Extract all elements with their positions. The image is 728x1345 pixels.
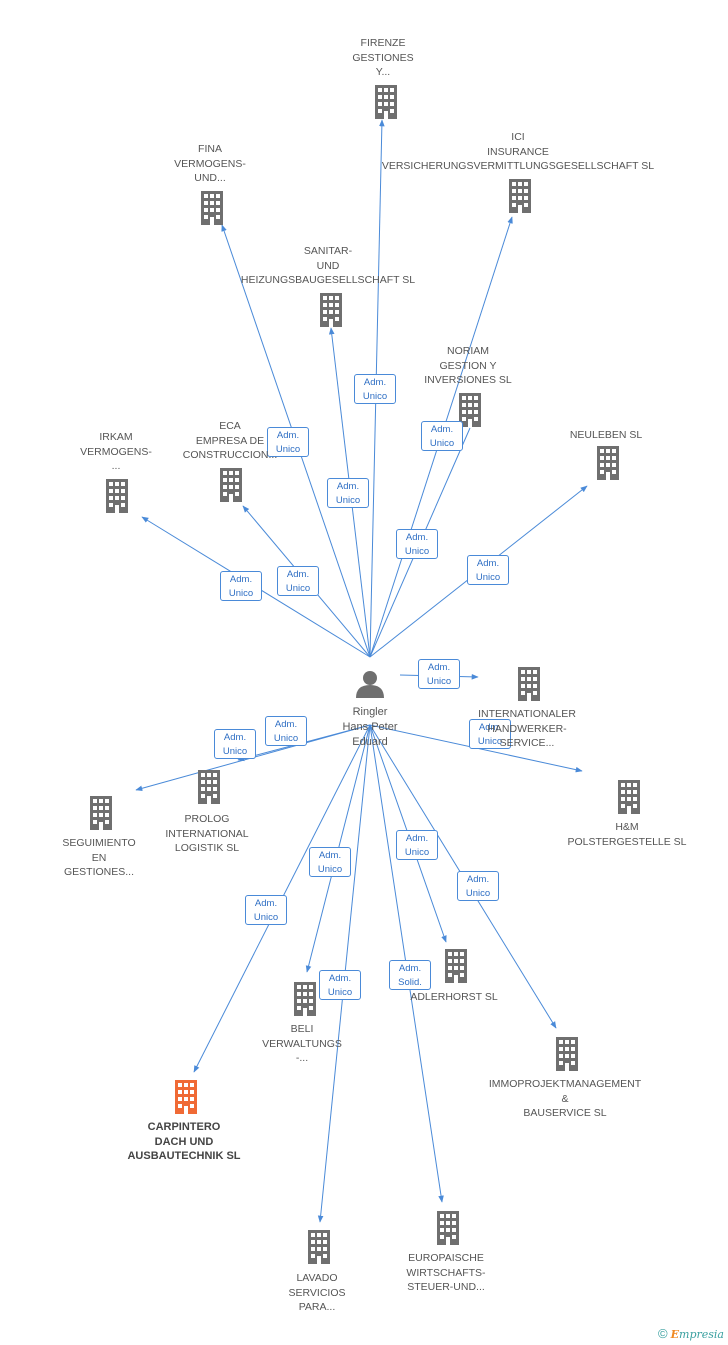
building-icon-beli[interactable] (294, 982, 316, 1016)
brand-logo-letter: E (670, 1328, 680, 1341)
role-badge-ici[interactable]: Adm. Unico (421, 421, 463, 451)
company-label-eca[interactable]: ECA EMPRESA DE CONSTRUCCION... (182, 420, 278, 461)
building-icon-irkam[interactable] (106, 479, 128, 513)
role-badge-beli[interactable]: Adm. Unico (309, 847, 351, 877)
building-icon-adlerhorst[interactable] (445, 949, 467, 983)
building-icon-neuleben[interactable] (597, 446, 619, 480)
copyright-icon: © (657, 1326, 668, 1341)
company-label-irkam[interactable]: IRKAM VERMOGENS- ... (80, 431, 152, 472)
company-label-internationaler[interactable]: INTERNATIONALER HANDWERKER- SERVICE... (478, 708, 576, 749)
role-badge-europaische[interactable]: Adm. Solid. (389, 960, 431, 990)
role-badge-irkam[interactable]: Adm. Unico (220, 571, 262, 601)
building-icon-eca[interactable] (220, 468, 242, 502)
role-badge-carpintero[interactable]: Adm. Unico (245, 895, 287, 925)
role-badge-immo[interactable]: Adm. Unico (457, 871, 499, 901)
brand-name: mpresia (679, 1328, 724, 1341)
building-icon-seguimiento[interactable] (90, 796, 112, 830)
person-icon[interactable] (356, 671, 384, 698)
building-icon-fina[interactable] (201, 191, 223, 225)
role-badge-lavado[interactable]: Adm. Unico (319, 970, 361, 1000)
building-icon-ici[interactable] (509, 179, 531, 213)
role-badge-seguimiento[interactable]: Adm. Unico (214, 729, 256, 759)
company-label-hm[interactable]: H&M POLSTERGESTELLE SL (567, 821, 687, 848)
nodes-layer (90, 85, 640, 1264)
company-label-carpintero[interactable]: CARPINTERO DACH UND AUSBAUTECHNIK SL (127, 1121, 241, 1162)
company-label-lavado[interactable]: LAVADO SERVICIOS PARA... (288, 1272, 346, 1313)
company-label-prolog[interactable]: PROLOG INTERNATIONAL LOGISTIK SL (165, 813, 249, 854)
company-label-adlerhorst[interactable]: ADLERHORST SL (410, 991, 498, 1003)
role-badge-fina[interactable]: Adm. Unico (267, 427, 309, 457)
company-label-firenze[interactable]: FIRENZE GESTIONES Y... (352, 37, 414, 78)
company-label-europaische[interactable]: EUROPAISCHE WIRTSCHAFTS- STEUER-UND... (406, 1252, 486, 1293)
building-icon-firenze[interactable] (375, 85, 397, 119)
role-badge-firenze[interactable]: Adm. Unico (354, 374, 396, 404)
company-label-beli[interactable]: BELI VERWALTUNGS -... (262, 1023, 342, 1064)
company-label-immo[interactable]: IMMOPROJEKTMANAGEMENT & BAUSERVICE SL (488, 1078, 642, 1119)
building-icon-hm[interactable] (618, 780, 640, 814)
center-person-name[interactable]: Ringler Hans Peter Eduard (342, 706, 398, 748)
building-icon-europaische[interactable] (437, 1211, 459, 1245)
company-label-seguimiento[interactable]: SEGUIMIENTO EN GESTIONES... (62, 837, 136, 878)
building-icon-carpintero[interactable] (175, 1080, 197, 1114)
role-badge-sanitar[interactable]: Adm. Unico (327, 478, 369, 508)
company-label-neuleben[interactable]: NEULEBEN SL (569, 429, 643, 441)
role-badge-prolog[interactable]: Adm. Unico (265, 716, 307, 746)
building-icon-lavado[interactable] (308, 1230, 330, 1264)
building-icon-sanitar[interactable] (320, 293, 342, 327)
building-icon-immo[interactable] (556, 1037, 578, 1071)
footer-brand: © Empresia (658, 1326, 724, 1341)
company-label-fina[interactable]: FINA VERMOGENS- UND... (174, 143, 246, 184)
building-icon-internationaler[interactable] (518, 667, 540, 701)
role-badge-neuleben[interactable]: Adm. Unico (467, 555, 509, 585)
company-label-noriam[interactable]: NORIAM GESTION Y INVERSIONES SL (424, 345, 512, 386)
building-icon-prolog[interactable] (198, 770, 220, 804)
company-label-ici[interactable]: ICI INSURANCE VERSICHERUNGSVERMITTLUNGSG… (381, 131, 655, 172)
role-badge-internationaler[interactable]: Adm. Unico (418, 659, 460, 689)
role-badge-hm[interactable]: Adm. Unico (469, 719, 511, 749)
role-badge-adlerhorst[interactable]: Adm. Unico (396, 830, 438, 860)
company-label-sanitar[interactable]: SANITAR- UND HEIZUNGSBAUGESELLSCHAFT SL (240, 245, 416, 286)
role-badge-noriam[interactable]: Adm. Unico (396, 529, 438, 559)
role-badge-eca[interactable]: Adm. Unico (277, 566, 319, 596)
